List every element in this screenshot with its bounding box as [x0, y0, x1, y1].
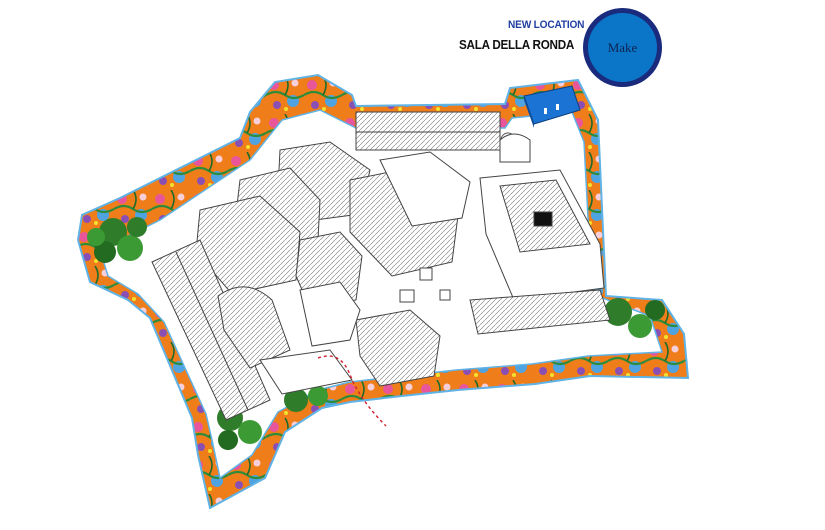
- buildings: [151, 111, 611, 421]
- venue-name-label: SALA DELLA RONDA: [459, 37, 575, 52]
- make-button-label: Make: [607, 39, 638, 55]
- make-button-inner[interactable]: Make: [588, 13, 657, 82]
- make-button[interactable]: Make: [583, 8, 662, 87]
- sala-della-ronda-building[interactable]: [523, 85, 581, 128]
- new-location-label: NEW LOCATION: [508, 19, 585, 31]
- route-path: [317, 355, 387, 427]
